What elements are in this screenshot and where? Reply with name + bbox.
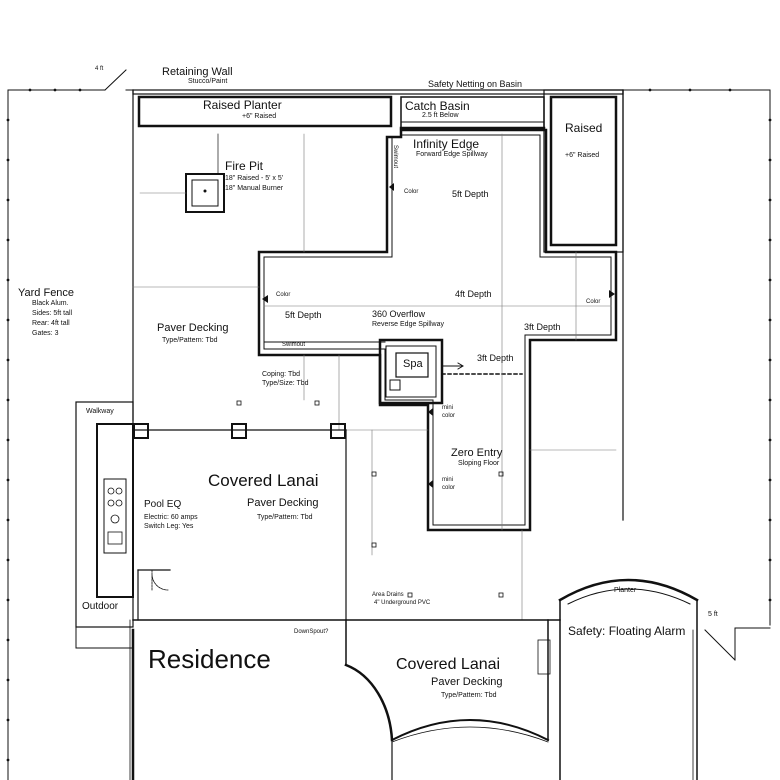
pool-inner [263, 134, 612, 526]
fire-pit-sub-2: 18" Manual Burner [225, 185, 284, 192]
dimension-lines [132, 133, 617, 621]
paver-decking-label: Paver Decking [157, 322, 229, 334]
raised-right-label: Raised [565, 121, 603, 135]
area-drain-markers [236, 400, 504, 598]
retaining-wall-sub: Stucco/Paint [188, 78, 228, 85]
catch-basin-sub: 2.5 ft Below [422, 112, 459, 119]
yard-fence-material: Black Alum. [32, 300, 69, 307]
light-color-label-3: Color [586, 299, 601, 305]
fence-posts [6, 88, 772, 762]
retaining-wall-label: Retaining Wall [162, 66, 233, 78]
coping-sub: Type/Size: Tbd [262, 380, 309, 387]
depth-4ft: 4ft Depth [455, 289, 492, 299]
catch-basin-label: Catch Basin [405, 99, 470, 113]
paver-decking-2-label: Paver Decking [247, 497, 319, 509]
fire-pit-label: Fire Pit [225, 159, 264, 173]
spa-label: Spa [403, 358, 423, 370]
raised-planter-sub: +6" Raised [242, 113, 277, 120]
covered-lanai-2 [344, 619, 551, 780]
yard-fence-label: Yard Fence [18, 287, 75, 299]
outdoor-label: Outdoor [82, 601, 119, 612]
pool-outline [257, 128, 618, 532]
mini-color-2-line-1: mini [442, 477, 454, 483]
raised-planter [137, 95, 393, 128]
pool-lights [262, 183, 615, 488]
depth-3ft-right: 3ft Depth [524, 322, 561, 332]
zero-entry-label: Zero Entry [451, 447, 503, 459]
downspout-label: DownSpout? [294, 629, 329, 635]
yard-fence-gates: Gates: 3 [32, 330, 59, 337]
pool-eq-label: Pool EQ [144, 499, 182, 510]
raised-right [543, 89, 624, 253]
depth-3ft-spa: 3ft Depth [477, 353, 514, 363]
area-drains-label: Area Drains [372, 592, 404, 598]
planter-label: Planter [614, 587, 637, 594]
paver-decking-3-label: Paver Decking [431, 676, 503, 688]
depth-5ft-mid: 5ft Depth [285, 310, 322, 320]
fence-height-top: 4 ft [95, 66, 104, 72]
paver-decking-2-sub: Type/Pattern: Tbd [257, 514, 313, 521]
swimout-bottom-label: Swimout [282, 342, 306, 348]
planter-arch [558, 578, 699, 605]
infinity-edge-sub: Forward Edge Spillway [416, 151, 488, 158]
mini-color-2-line-2: color [442, 485, 456, 491]
covered-lanai-1 [132, 423, 347, 621]
overflow-360-label: 360 Overflow [372, 309, 426, 319]
swimout-vertical-label: Swimout [392, 145, 398, 169]
fire-pit-sub-1: 18" Raised - 5' x 5' [225, 175, 284, 182]
raised-planter-label: Raised Planter [203, 98, 282, 112]
covered-lanai-2-label: Covered Lanai [396, 656, 501, 673]
fire-pit [185, 133, 225, 213]
paver-decking-3-sub: Type/Pattern: Tbd [441, 692, 497, 699]
zero-entry-sub: Sloping Floor [458, 460, 500, 467]
pool-eq-switch-leg: Switch Leg: Yes [144, 523, 194, 530]
depth-5ft-top: 5ft Depth [452, 189, 489, 199]
safety-label: Safety: Floating Alarm [568, 624, 686, 638]
coping-label: Coping: Tbd [262, 371, 301, 378]
walkway-outdoor [75, 401, 134, 649]
overflow-360-sub: Reverse Edge Spillway [372, 321, 444, 328]
mini-color-1-line-2: color [442, 413, 456, 419]
fence-height-right: 5 ft [708, 611, 718, 618]
mini-color-1-line-1: mini [442, 405, 454, 411]
spa [378, 338, 523, 405]
yard-fence-rear: Rear: 4ft tall [32, 320, 70, 327]
area-drains-sub: 4" Underground PVC [374, 600, 431, 606]
walkway-label: Walkway [86, 408, 114, 415]
raised-right-sub: +6" Raised [565, 152, 600, 159]
yard-fence-sides: Sides: 5ft tall [32, 310, 73, 317]
yard-fence [7, 69, 771, 780]
light-color-label-1: Color [404, 189, 419, 195]
residence-label: Residence [148, 644, 271, 674]
infinity-edge-label: Infinity Edge [413, 137, 480, 151]
pool-eq-electric: Electric: 60 amps [144, 514, 198, 521]
residence-walls [129, 599, 698, 780]
safety-netting-label: Safety Netting on Basin [428, 79, 523, 89]
retaining-wall [132, 89, 624, 521]
covered-lanai-1-label: Covered Lanai [208, 471, 319, 490]
paver-decking-sub: Type/Pattern: Tbd [162, 337, 218, 344]
light-color-label-2: Color [276, 292, 291, 298]
